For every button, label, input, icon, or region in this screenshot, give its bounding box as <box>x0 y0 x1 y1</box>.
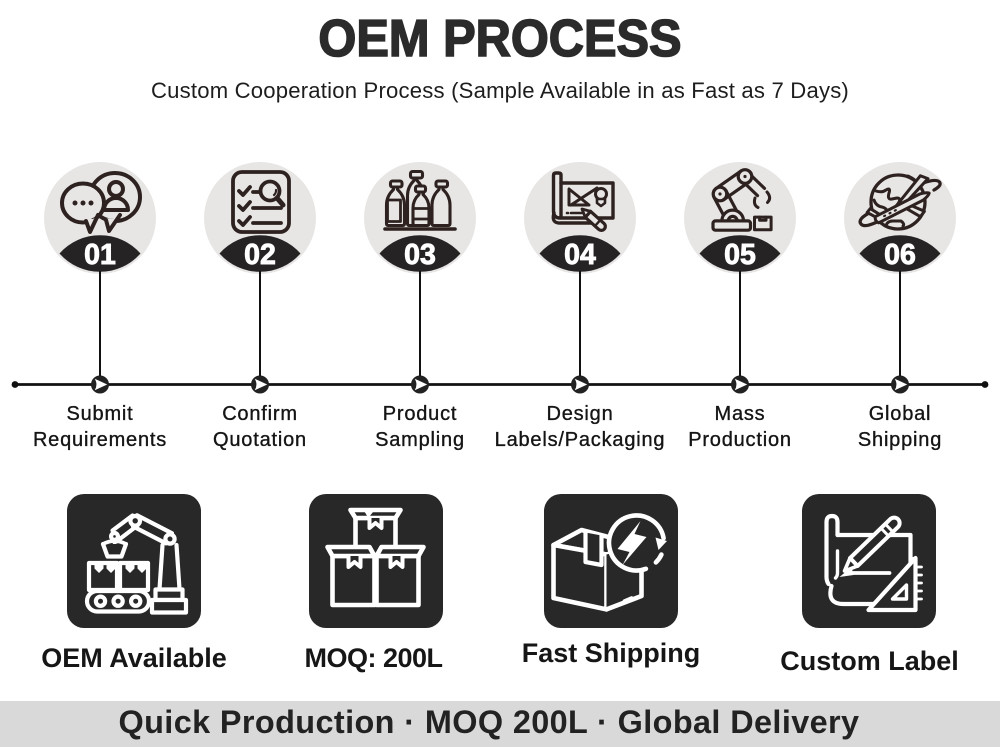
svg-text:05: 05 <box>724 239 756 271</box>
svg-text:06: 06 <box>884 239 916 271</box>
svg-text:01: 01 <box>84 239 116 271</box>
svg-text:03: 03 <box>404 239 436 271</box>
svg-text:04: 04 <box>564 239 596 271</box>
svg-text:02: 02 <box>244 239 276 271</box>
